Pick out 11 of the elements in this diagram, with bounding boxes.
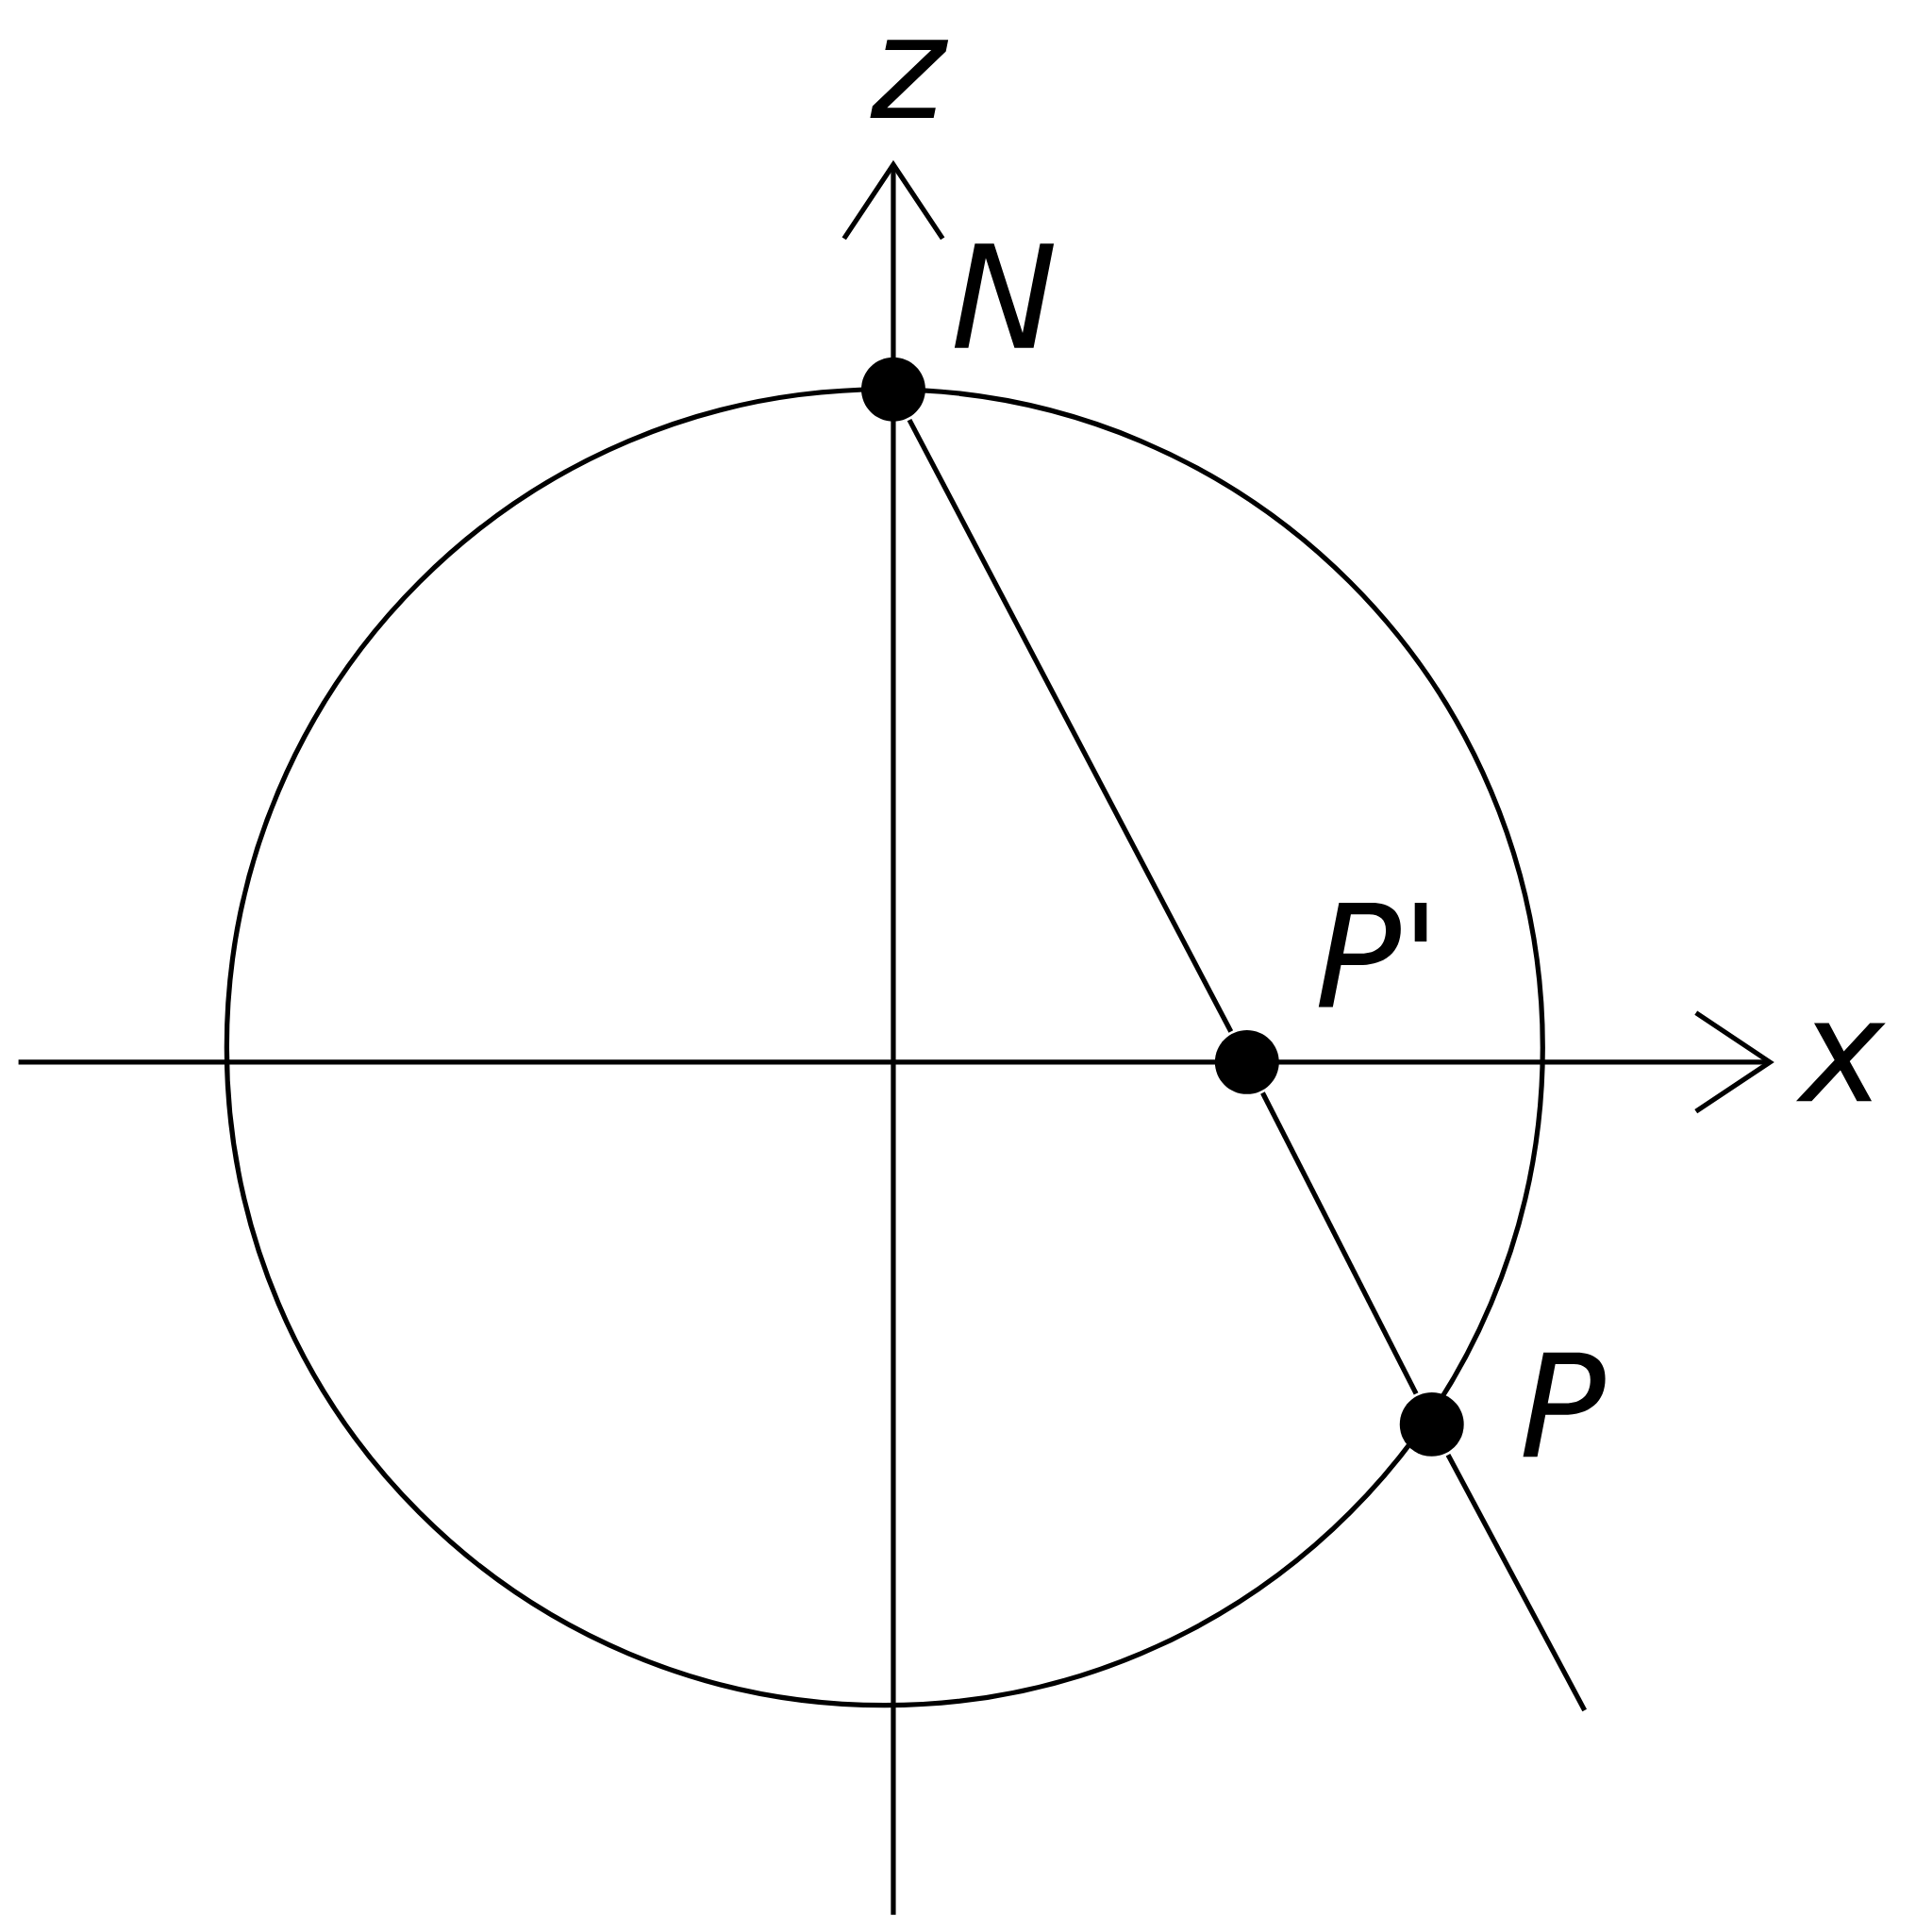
point-label: N — [954, 243, 1055, 348]
point-dot — [1214, 1029, 1279, 1094]
point-dot — [861, 357, 925, 422]
axis-label: x — [1795, 1023, 1886, 1102]
axis-label: z — [870, 40, 949, 118]
point-label: P — [1523, 1352, 1606, 1457]
line — [907, 418, 1234, 1033]
line — [1445, 1453, 1587, 1712]
point-label: P' — [1318, 903, 1427, 1008]
line — [1260, 1091, 1419, 1395]
point-dot — [1399, 1391, 1464, 1457]
